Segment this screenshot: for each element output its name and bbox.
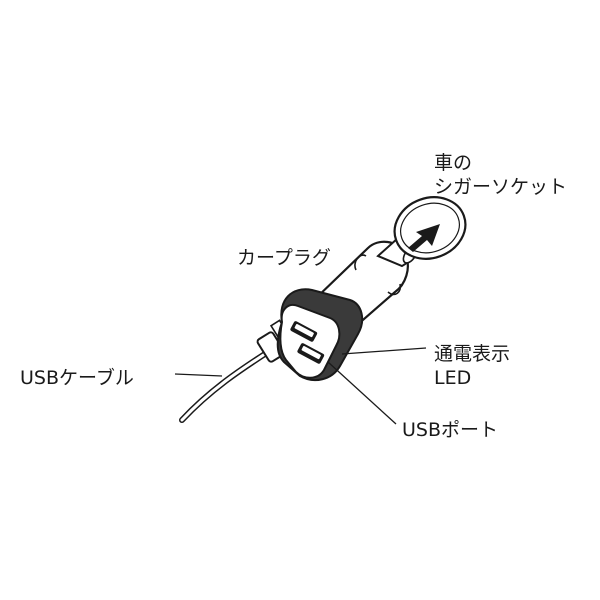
usb-port-label: USBポート — [402, 419, 498, 441]
usb-port-leader — [327, 361, 397, 425]
usb-cable — [179, 319, 289, 423]
power-led-label-line2: LED — [434, 367, 471, 389]
usb-cable-leader — [174, 373, 223, 377]
car-plug-label: カープラグ — [237, 247, 331, 269]
power-led-label-line1: 通電表示 — [434, 343, 510, 365]
usb-port-housing — [276, 288, 364, 382]
arrow-icon — [408, 224, 440, 252]
leader-lines — [174, 347, 427, 425]
cigar-socket-label-line1: 車の — [434, 152, 472, 174]
power-led-leader — [341, 347, 427, 355]
cigar-socket-label-line2: シガーソケット — [434, 176, 567, 198]
usb-cable-label: USBケーブル — [20, 366, 134, 389]
